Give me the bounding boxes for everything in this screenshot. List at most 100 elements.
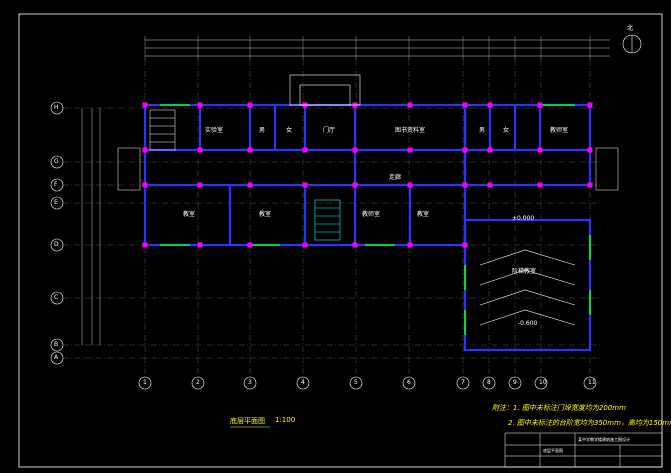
axis-label-bottom: 2 bbox=[196, 379, 200, 386]
axis-label-bottom: 4 bbox=[301, 379, 305, 386]
title-block-drawing: 底层平面图 bbox=[543, 448, 563, 453]
column bbox=[462, 147, 468, 153]
room-label-teacher-mid: 教师室 bbox=[362, 211, 381, 218]
column bbox=[587, 102, 593, 108]
axis-label-left: H bbox=[54, 104, 59, 111]
room-label-class2: 教室 bbox=[259, 211, 272, 218]
axis-bubble-left bbox=[50, 196, 64, 210]
axis-bubble-bottom bbox=[534, 376, 548, 390]
left-axis-bubbles bbox=[50, 101, 64, 365]
room-label-women-right: 女 bbox=[503, 127, 510, 134]
axis-bubble-bottom bbox=[456, 376, 470, 390]
column bbox=[197, 182, 203, 188]
column bbox=[247, 182, 253, 188]
column bbox=[587, 182, 593, 188]
stair-left bbox=[149, 109, 176, 151]
column bbox=[197, 242, 203, 248]
room-label-class1: 教室 bbox=[183, 211, 196, 218]
axis-bubble-left bbox=[50, 338, 64, 352]
room-label-lab-left: 实验室 bbox=[205, 127, 224, 134]
room-label-women-left: 女 bbox=[286, 127, 293, 134]
axis-label-left: G bbox=[54, 158, 59, 165]
title-block-project: 某中学教学楼建筑施工图设计 bbox=[578, 437, 630, 442]
axis-bubble-left bbox=[50, 291, 64, 305]
axis-label-bottom: 6 bbox=[407, 379, 411, 386]
axis-bubble-left bbox=[50, 101, 64, 115]
column bbox=[462, 102, 468, 108]
axis-label-bottom: 3 bbox=[248, 379, 252, 386]
column bbox=[247, 102, 253, 108]
level-label-a: ±0.000 bbox=[512, 215, 535, 222]
axis-bubble-bottom bbox=[508, 376, 522, 390]
column bbox=[407, 147, 413, 153]
lecture-seating bbox=[479, 249, 576, 326]
column bbox=[247, 242, 253, 248]
column bbox=[407, 182, 413, 188]
column bbox=[197, 102, 203, 108]
axis-bubble-bottom bbox=[138, 376, 152, 390]
level-label-b: -0.600 bbox=[518, 320, 538, 327]
axis-label-bottom: 11 bbox=[588, 379, 596, 386]
column bbox=[587, 147, 593, 153]
axis-label-bottom: 10 bbox=[539, 379, 547, 386]
room-label-men-right: 男 bbox=[479, 127, 486, 134]
column bbox=[352, 242, 358, 248]
entrance-canopy bbox=[289, 74, 361, 106]
room-label-men-left: 男 bbox=[259, 127, 266, 134]
axis-label-left: E bbox=[54, 199, 58, 206]
room-label-teacher-right: 教师室 bbox=[550, 127, 569, 134]
column bbox=[352, 147, 358, 153]
top-tick-marks bbox=[144, 36, 591, 60]
column bbox=[197, 147, 203, 153]
column bbox=[247, 147, 253, 153]
axis-bubble-bottom bbox=[349, 376, 363, 390]
axis-bubble-left bbox=[50, 178, 64, 192]
axis-bubble-bottom bbox=[243, 376, 257, 390]
column bbox=[462, 242, 468, 248]
drawing-frame bbox=[18, 13, 663, 468]
title-block bbox=[504, 432, 663, 468]
room-label-corridor: 走廊 bbox=[389, 174, 402, 181]
column bbox=[142, 102, 148, 108]
room-label-hall: 门厅 bbox=[323, 127, 336, 134]
column bbox=[537, 102, 543, 108]
axis-label-left: A bbox=[54, 354, 59, 361]
axis-label-left: F bbox=[54, 181, 58, 188]
top-dimensions bbox=[145, 39, 610, 57]
left-dimensions bbox=[81, 108, 101, 345]
column bbox=[352, 182, 358, 188]
north-label: 北 bbox=[627, 25, 634, 32]
axis-label-bottom: 9 bbox=[513, 379, 517, 386]
axis-label-bottom: 1 bbox=[143, 379, 147, 386]
axis-bubble-bottom bbox=[402, 376, 416, 390]
column bbox=[302, 147, 308, 153]
axis-label-bottom: 8 bbox=[487, 379, 491, 386]
column bbox=[302, 182, 308, 188]
north-arrow bbox=[622, 34, 642, 54]
axis-bubble-bottom bbox=[583, 376, 597, 390]
column bbox=[142, 182, 148, 188]
lecture-hall-outline bbox=[463, 218, 592, 352]
note-line-1: 附注：1. 图中未标注门垛宽度均为200mm bbox=[492, 404, 626, 412]
column bbox=[487, 102, 493, 108]
drawing-scale: 1:100 bbox=[275, 416, 296, 424]
axis-bubble-left bbox=[50, 238, 64, 252]
column bbox=[487, 147, 493, 153]
column bbox=[537, 147, 543, 153]
windows bbox=[160, 104, 591, 335]
room-label-library: 图书资料室 bbox=[395, 127, 426, 134]
axis-bubble-bottom bbox=[191, 376, 205, 390]
axis-bubble-bottom bbox=[296, 376, 310, 390]
axis-bubble-left bbox=[50, 351, 64, 365]
axis-label-left: C bbox=[54, 294, 59, 301]
column bbox=[487, 182, 493, 188]
stair-center bbox=[314, 199, 341, 241]
column bbox=[302, 242, 308, 248]
column bbox=[462, 182, 468, 188]
east-block-outline bbox=[463, 103, 592, 187]
axis-bubble-bottom bbox=[482, 376, 496, 390]
column bbox=[407, 242, 413, 248]
room-label-class3: 教室 bbox=[417, 211, 430, 218]
note-line-2: 2. 图中未标注的台阶宽均为350mm，高均为150mm bbox=[508, 419, 671, 427]
